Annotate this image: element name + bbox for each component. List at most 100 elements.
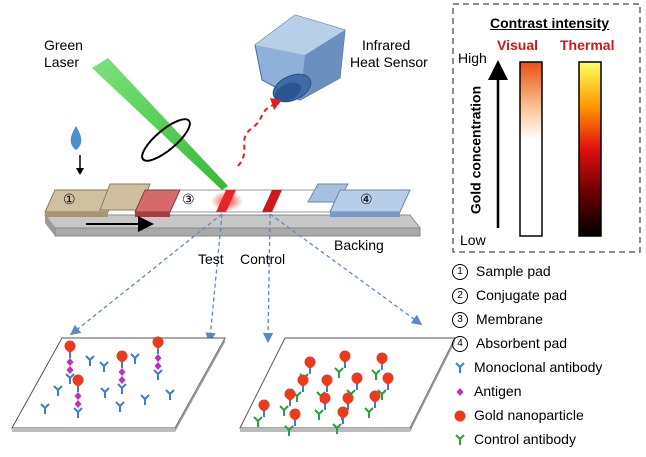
control-antibody-icon <box>364 407 374 418</box>
capture-antibody-icon <box>65 373 75 384</box>
capture-antibody-icon <box>73 407 83 418</box>
control-antibody-icon <box>284 425 294 436</box>
legend-text: Absorbent pad <box>476 335 568 351</box>
gold-nanoparticle-icon <box>339 350 351 362</box>
backing-label: Backing <box>334 237 384 253</box>
pad-number-1: ① <box>63 191 76 207</box>
monoclonal-antibody-icon <box>115 401 125 412</box>
legend-number-badge: 3 <box>452 311 468 328</box>
monoclonal-antibody-icon <box>40 403 50 414</box>
gold-nanoparticle-icon <box>454 410 466 422</box>
capture-antibody-icon <box>117 383 127 394</box>
inset-title: Contrast intensity <box>490 15 610 31</box>
gold-nanoparticle-icon <box>376 352 388 364</box>
pad-number-4: ④ <box>360 191 373 207</box>
legend-item: Monoclonal antibody <box>452 359 602 376</box>
gold-nanoparticle-icon <box>382 372 394 384</box>
sample-droplet-icon <box>70 126 84 175</box>
legend-item: Gold nanoparticle <box>452 407 584 424</box>
legend-item: 4 Absorbent pad <box>452 335 567 352</box>
control-line-zoom-plate <box>239 337 456 432</box>
pad-number-3: ③ <box>182 191 195 207</box>
legend-item: Antigen <box>452 383 521 400</box>
gold-nanoparticle-icon <box>152 336 164 348</box>
monoclonal-antibody-icon <box>455 362 465 373</box>
legend-item: 1 Sample pad <box>452 263 551 280</box>
gold-nanoparticle-icon <box>321 374 333 386</box>
legend-number-badge: 1 <box>452 263 468 280</box>
antigen-icon <box>118 368 126 376</box>
gold-nanoparticle-icon <box>64 340 76 352</box>
legend-text: Monoclonal antibody <box>474 359 603 375</box>
control-antibody-icon <box>279 405 289 416</box>
monoclonal-antibody-icon <box>165 389 175 400</box>
gold-nanoparticle-icon <box>297 374 309 386</box>
gold-nanoparticle-icon <box>284 388 296 400</box>
legend-item: 2 Conjugate pad <box>452 287 567 304</box>
infrared-heat-sensor-icon <box>254 14 346 103</box>
legend-number-badge: 4 <box>452 335 468 352</box>
legend-text: Sample pad <box>476 263 551 279</box>
gold-nanoparticle-icon <box>258 399 270 411</box>
visual-gradient-bar <box>519 61 543 237</box>
antigen-icon <box>66 366 74 374</box>
monoclonal-antibody-icon <box>85 355 95 366</box>
gold-nanoparticle-icon <box>319 392 331 404</box>
legend-text: Membrane <box>476 311 543 327</box>
antigen-icon <box>154 362 162 370</box>
antigen-icon <box>74 400 82 408</box>
control-antibody-icon <box>332 423 342 434</box>
antigen-icon <box>118 376 126 384</box>
gold-nanoparticle-icon <box>351 372 363 384</box>
gold-nanoparticle-icon <box>337 406 349 418</box>
control-antibody-icon <box>377 389 387 400</box>
capture-antibody-icon <box>153 369 163 380</box>
contrast-intensity-inset <box>452 3 641 253</box>
thermal-label: Thermal <box>560 37 615 53</box>
zoom-arrows <box>69 213 423 344</box>
gold-concentration-axis-label: Gold concentration <box>467 85 484 215</box>
legend-text: Gold nanoparticle <box>474 407 584 423</box>
control-antibody-icon <box>334 367 344 378</box>
gold-nanoparticle-icon <box>342 392 354 404</box>
control-antibody-icon <box>371 369 381 380</box>
thermal-gradient-bar <box>578 61 602 237</box>
control-line <box>262 190 282 212</box>
control-antibody-icon <box>314 409 324 420</box>
monoclonal-antibody-icon <box>53 385 63 396</box>
test-label: Test <box>198 251 224 267</box>
gold-nanoparticle-icon <box>72 374 84 386</box>
heat-emission-arrow <box>237 103 277 167</box>
gold-nanoparticle-icon <box>304 356 316 368</box>
visual-label: Visual <box>497 37 538 53</box>
legend-item: 3 Membrane <box>452 311 543 328</box>
control-antibody-icon <box>253 416 263 427</box>
monoclonal-antibody-icon <box>130 353 140 364</box>
gold-nanoparticle-icon <box>369 390 381 402</box>
test-line-zoom-plate <box>11 337 226 432</box>
legend-text: Control antibody <box>474 431 576 447</box>
green-laser-beam <box>92 58 228 190</box>
legend-number-badge: 2 <box>452 287 468 304</box>
antigen-icon <box>154 354 162 362</box>
antigen-icon <box>456 388 464 396</box>
legend-text: Conjugate pad <box>476 287 568 303</box>
antigen-icon <box>66 358 74 366</box>
monoclonal-antibody-icon <box>100 387 110 398</box>
legend-item: Control antibody <box>452 431 576 448</box>
test-line <box>216 190 236 212</box>
control-antibody-icon <box>455 434 465 445</box>
test-strip <box>43 183 422 237</box>
monoclonal-antibody-icon <box>99 361 109 372</box>
gold-nanoparticle-icon <box>289 408 301 420</box>
gold-nanoparticle-icon <box>116 350 128 362</box>
antigen-icon <box>74 392 82 400</box>
monoclonal-antibody-icon <box>140 394 150 405</box>
low-label: Low <box>460 232 486 248</box>
high-label: High <box>458 50 487 66</box>
control-label: Control <box>240 251 286 267</box>
